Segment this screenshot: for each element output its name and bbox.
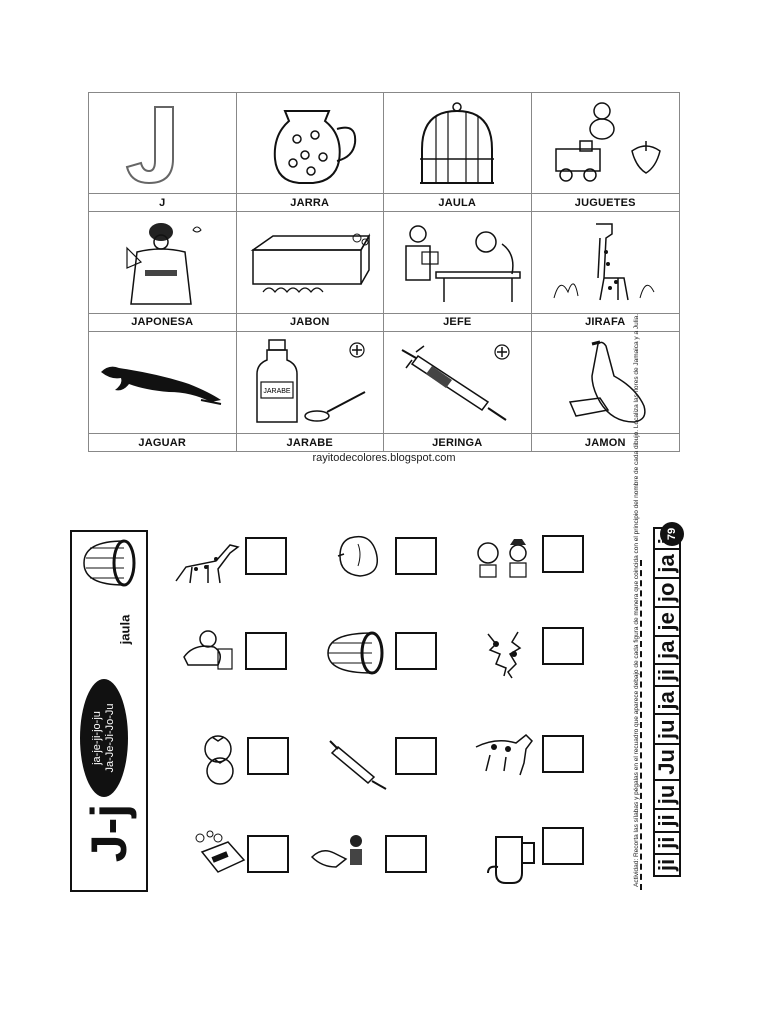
syllables-lowercase: ja-je-ji-jo-ju [91, 711, 103, 765]
syllable-strip: Actividad: Recorta las sílabas y pégalas… [600, 314, 692, 900]
worksheet: jaula ja-je-ji-jo-ju Ja-Je-Ji-Jo-Ju J-j [60, 314, 700, 895]
syllable-card[interactable]: ja [654, 548, 679, 577]
answer-box[interactable] [247, 737, 289, 775]
syllable-card[interactable]: ji [654, 852, 679, 875]
grid-label: JAMON [531, 433, 679, 451]
answer-box[interactable] [395, 537, 437, 575]
syllable-card[interactable]: Ju [654, 743, 679, 779]
cut-line [640, 560, 642, 890]
birdcage-icon [327, 631, 384, 675]
cage-word: jaula [117, 614, 133, 645]
letter-j-icon [126, 106, 175, 185]
answer-box[interactable] [245, 537, 287, 575]
grid-label: JEFE [384, 312, 531, 331]
grid-cell-japonesa: JAPONESA [89, 212, 237, 332]
grid-cell-jarra: JARRA [236, 93, 384, 213]
giraffe-icon [175, 544, 240, 584]
giraffe-icon [553, 223, 655, 301]
children-icon [477, 539, 527, 578]
answer-box[interactable] [542, 535, 584, 573]
grid-cell-jirafa: JIRAFA [531, 212, 679, 332]
syllable-card[interactable]: ja [654, 634, 679, 663]
syringe-icon [329, 740, 387, 790]
answer-box[interactable] [245, 632, 287, 670]
soap-icon [250, 233, 371, 294]
grid-label: JAGUAR [89, 433, 236, 451]
answer-box[interactable] [542, 627, 584, 665]
syllable-cards: jijijijuJujujajijajejojaja [653, 526, 681, 877]
grid-label: JERINGA [384, 433, 531, 451]
jug-icon [273, 110, 356, 185]
syllable-card[interactable]: ju [654, 778, 679, 809]
answer-box[interactable] [542, 735, 584, 773]
grid-cell-jamon: JAMON [531, 332, 679, 451]
answer-box[interactable] [385, 835, 427, 873]
jaguar-icon [101, 366, 222, 406]
soap-icon [195, 830, 246, 873]
grid-cell-jabon: JABON [236, 212, 384, 332]
tomatoes-icon [204, 735, 234, 785]
grid-label: JARABE [236, 433, 383, 451]
grid-cell-juguetes: JUGUETES [531, 93, 679, 213]
jug-icon [487, 836, 535, 884]
toys-icon [555, 102, 662, 182]
grid-label: JIRAFA [531, 312, 679, 331]
syllable-card[interactable]: ji [654, 808, 679, 831]
boy-icon [183, 630, 233, 670]
boss-icon [310, 835, 362, 868]
syrup-icon: JARABE [256, 339, 366, 424]
syrup-label-art: JARABE [263, 388, 291, 395]
birdcage-icon [420, 102, 495, 185]
grid-cell-jeringa: JERINGA [384, 331, 532, 451]
ham-icon [569, 340, 646, 424]
birdcage-icon [83, 539, 136, 587]
grid-label: JABON [236, 312, 383, 331]
syllable-card[interactable]: ja [654, 685, 679, 714]
grid-cell-jaguar: JAGUAR [89, 331, 237, 451]
grid-label: JAULA [384, 193, 531, 211]
answer-box[interactable] [542, 827, 584, 865]
big-letter: J-j [81, 803, 137, 863]
vocabulary-grid: J JARRA [88, 92, 680, 452]
syllable-card[interactable]: je [654, 606, 679, 635]
grid-cell-jaula: JAULA [384, 93, 532, 213]
syringe-icon [401, 344, 510, 422]
japanese-woman-icon [126, 223, 202, 306]
answer-box[interactable] [395, 632, 437, 670]
grid-label: JARRA [236, 193, 383, 211]
syllable-card[interactable]: ji [654, 830, 679, 853]
boss-icon [405, 225, 521, 303]
answer-box[interactable] [395, 737, 437, 775]
credit-url: rayitodecolores.blogspot.com [312, 452, 456, 464]
hibiscus-flowers-icon [487, 631, 522, 679]
letter-panel: jaula ja-je-ji-jo-ju Ja-Je-Ji-Jo-Ju J-j [70, 530, 148, 892]
grid-label: JUGUETES [531, 193, 679, 211]
syllable-card[interactable]: ju [654, 713, 679, 744]
ox-icon [475, 733, 533, 776]
syllable-card[interactable]: ji [654, 662, 679, 686]
onion-icon [337, 535, 378, 577]
grid-cell-j: J [89, 93, 237, 213]
grid-label: JAPONESA [89, 312, 236, 331]
syllables-capitalized: Ja-Je-Ji-Jo-Ju [104, 703, 116, 773]
answer-box[interactable] [247, 835, 289, 873]
grid-cell-jefe: JEFE [384, 212, 532, 332]
grid-cell-jarabe: JARABE JARABE [236, 331, 384, 451]
syllable-card[interactable]: jo [654, 576, 679, 607]
page-number-badge: 79 [660, 522, 684, 546]
grid-label: J [89, 193, 236, 211]
